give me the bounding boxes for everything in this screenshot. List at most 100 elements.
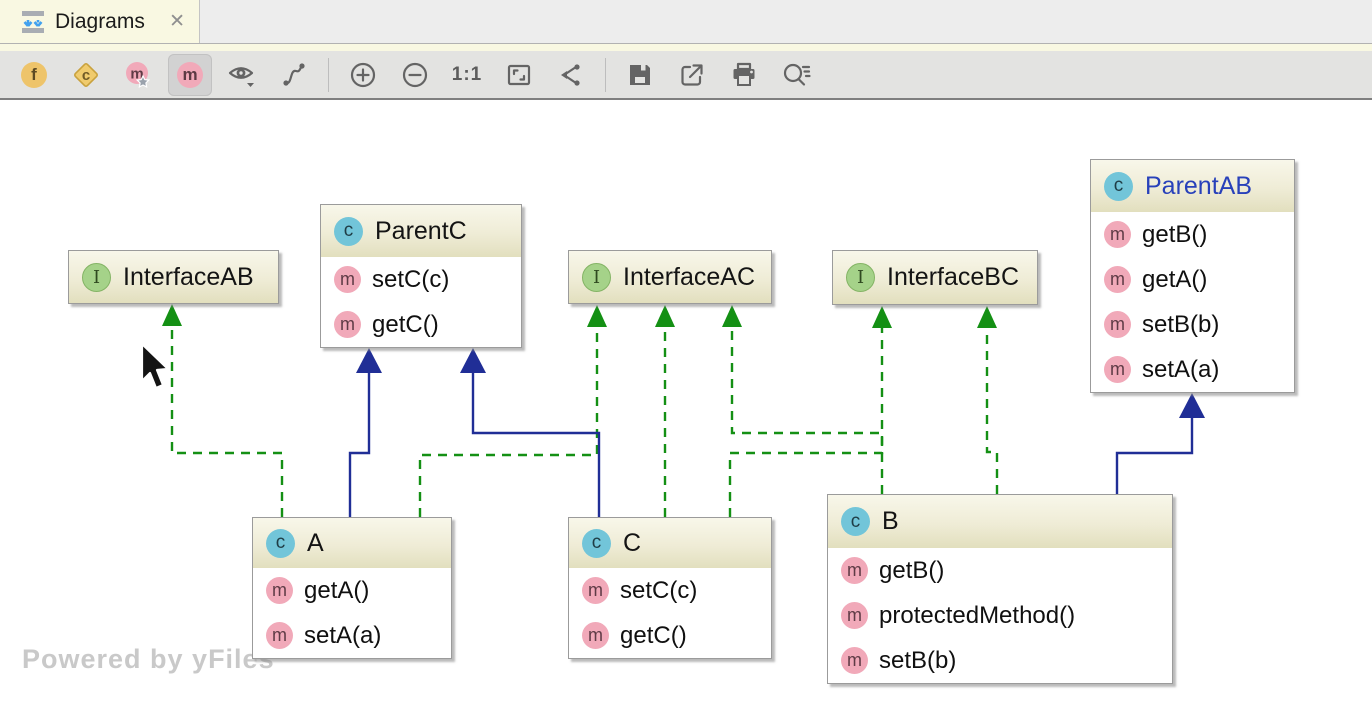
show-constructors-button[interactable]: c <box>64 54 108 96</box>
node-header: I InterfaceAB <box>69 251 278 303</box>
method-icon: m <box>1104 266 1131 293</box>
interface-icon: I <box>846 263 875 292</box>
member-name: setA(a) <box>1142 355 1220 383</box>
node-title: InterfaceAC <box>623 262 756 291</box>
fit-content-icon <box>507 64 531 85</box>
method-icon: m <box>1104 356 1131 383</box>
show-fields-button[interactable]: f <box>12 54 56 96</box>
member-row[interactable]: m setB(b) <box>828 638 1172 683</box>
find-preview-button[interactable] <box>774 54 818 96</box>
edge-creation-mode-button[interactable] <box>272 54 316 96</box>
method-icon: m <box>582 622 609 649</box>
method-icon: m <box>334 311 361 338</box>
method-icon: m <box>266 622 293 649</box>
member-name: setB(b) <box>879 646 957 674</box>
node-title: ParentAB <box>1145 171 1253 200</box>
visibility-level-button[interactable] <box>220 54 264 96</box>
fit-content-button[interactable] <box>497 54 541 96</box>
show-methods-button[interactable]: m <box>168 53 212 96</box>
save-diagram-button[interactable] <box>618 54 662 96</box>
print-diagram-button[interactable] <box>722 54 766 96</box>
realization-arrowhead <box>162 304 182 326</box>
node-header: c ParentAB <box>1091 160 1294 212</box>
method-icon: m <box>1104 311 1131 338</box>
member-row[interactable]: m getB() <box>1091 212 1294 257</box>
export-diagram-button[interactable] <box>670 54 714 96</box>
edge-C-to-InterfaceAC[interactable] <box>655 305 675 517</box>
edge-C-to-ParentC[interactable] <box>460 348 601 517</box>
member-row[interactable]: m setA(a) <box>1091 347 1294 392</box>
svg-text:m: m <box>130 65 143 82</box>
find-icon <box>783 63 811 86</box>
apply-layout-button[interactable] <box>549 54 593 96</box>
inheritance-arrowhead <box>1179 393 1205 418</box>
edge-B-to-InterfaceBC[interactable] <box>977 306 999 494</box>
tab-underline-strip <box>0 44 1372 51</box>
edges-layer <box>162 304 1205 517</box>
show-properties-button[interactable]: m <box>116 54 160 96</box>
edge-C-to-InterfaceBC[interactable] <box>728 306 892 517</box>
method-icon: m <box>582 577 609 604</box>
zoom-out-button[interactable] <box>393 54 437 96</box>
tab-close-icon[interactable]: ✕ <box>169 11 185 32</box>
node-title: ParentC <box>375 216 467 245</box>
fields-icon: f <box>21 61 47 88</box>
member-row[interactable]: m getA() <box>1091 257 1294 302</box>
edge-A-to-InterfaceAB[interactable] <box>162 304 284 517</box>
tab-diagrams[interactable]: Diagrams ✕ <box>0 0 200 43</box>
toolbar-separator <box>605 57 606 92</box>
interface-icon: I <box>82 262 111 292</box>
method-icon: m <box>1104 221 1131 248</box>
layout-tree-icon <box>561 63 580 86</box>
member-name: setC(c) <box>372 265 450 293</box>
edge-A-to-ParentC[interactable] <box>348 348 382 517</box>
zoom-in-button[interactable] <box>341 54 385 96</box>
method-icon: m <box>841 602 868 629</box>
method-icon: m <box>841 647 868 674</box>
methods-icon: m <box>177 61 203 88</box>
class-icon: c <box>1104 171 1133 201</box>
method-icon: m <box>266 577 293 604</box>
diagram-file-icon <box>22 10 44 33</box>
edge-B-to-ParentAB[interactable] <box>1115 393 1205 494</box>
node-header: c ParentC <box>321 205 521 257</box>
class-icon: c <box>334 216 363 246</box>
realization-arrowhead <box>722 305 742 327</box>
node-title: A <box>307 528 324 557</box>
edge-B-to-InterfaceAC[interactable] <box>722 305 884 494</box>
node-title: InterfaceAB <box>123 262 254 291</box>
actual-size-button[interactable]: 1:1 <box>445 54 489 96</box>
node-InterfaceAB[interactable]: I InterfaceAB <box>68 250 279 304</box>
zoom-in-icon <box>350 62 376 87</box>
eye-icon <box>228 66 254 87</box>
node-InterfaceAC[interactable]: I InterfaceAC <box>568 250 772 304</box>
method-icon: m <box>841 557 868 584</box>
tab-label: Diagrams <box>55 9 145 33</box>
member-name: getB() <box>1142 220 1208 248</box>
interface-icon: I <box>582 262 611 292</box>
properties-icon: m <box>126 61 151 88</box>
zoom-out-icon <box>402 62 428 87</box>
edge-A-to-InterfaceAC[interactable] <box>418 305 607 517</box>
member-name: getA() <box>1142 265 1208 293</box>
